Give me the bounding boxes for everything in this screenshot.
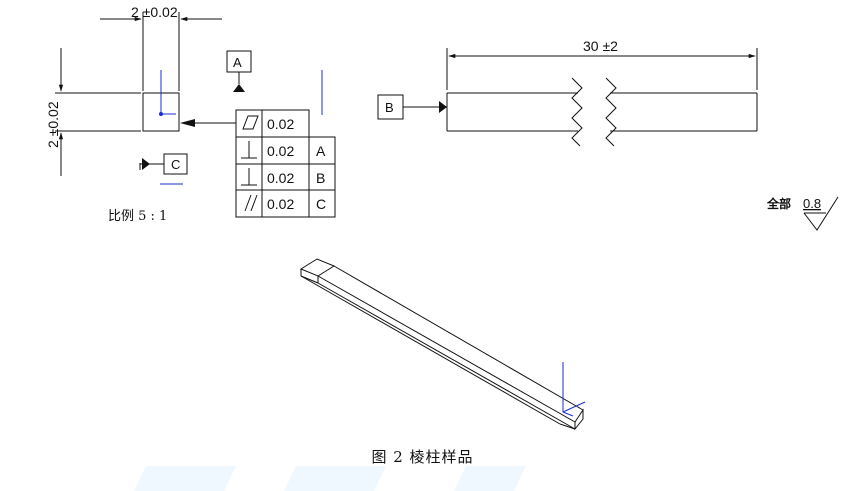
fcf-row2-value: 0.02 <box>267 143 294 159</box>
isometric-view <box>299 258 584 431</box>
figure-caption: 图 2 棱柱样品 <box>371 448 474 466</box>
scale-label: 比例 5 : 1 <box>108 209 167 224</box>
surface-finish-prefix: 全部 <box>766 196 791 211</box>
isometric-axis-markers <box>562 362 586 417</box>
fcf-row4-value: 0.02 <box>267 196 294 212</box>
cross-section-view <box>55 12 222 176</box>
fcf-row1-value: 0.02 <box>267 116 294 132</box>
datum-a: A <box>226 50 252 92</box>
length-dimension: 30 ±2 <box>583 38 618 54</box>
fcf-row4-datum: C <box>316 196 326 212</box>
watermark-band <box>284 466 386 491</box>
watermark-band <box>454 466 526 491</box>
fcf-row3-datum: B <box>316 170 325 186</box>
section-width-dimension: 2 ±0.02 <box>131 4 178 20</box>
surface-finish-value: 0.8 <box>803 196 821 211</box>
section-axis-markers <box>159 70 323 185</box>
side-view <box>446 48 758 147</box>
datum-c-label: C <box>171 157 180 172</box>
fcf-row3-value: 0.02 <box>267 170 294 186</box>
datum-a-label: A <box>233 55 242 70</box>
surface-finish-symbol <box>803 196 839 231</box>
watermark-band <box>134 466 236 491</box>
datum-c: C <box>139 153 188 175</box>
section-height-dimension: 2 ±0.02 <box>45 101 61 148</box>
datum-b: B <box>377 94 447 120</box>
datum-b-label: B <box>385 100 394 115</box>
fcf-row2-datum: A <box>316 143 326 159</box>
feature-control-frame <box>235 109 336 218</box>
